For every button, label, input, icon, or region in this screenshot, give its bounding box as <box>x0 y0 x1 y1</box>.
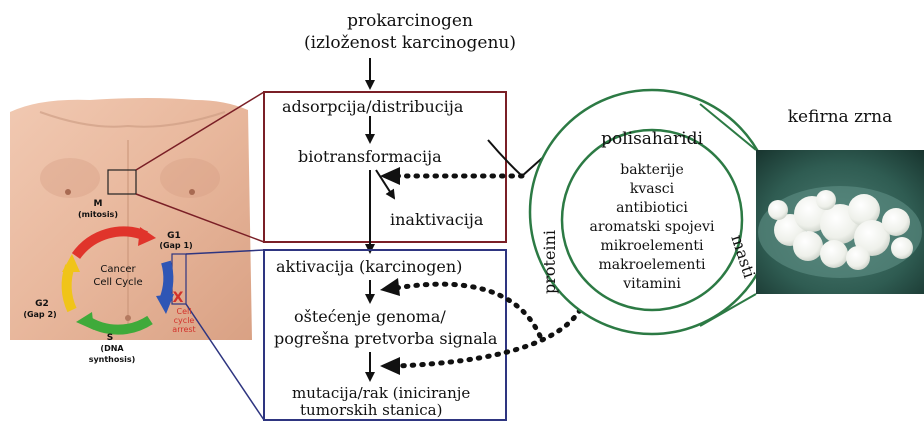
prokarcinogen-label: prokarcinogen <box>347 11 473 31</box>
metabolism-box <box>263 91 507 243</box>
polisaharidi-label: polisaharidi <box>601 129 703 149</box>
kefir-grains-label: kefirna zrna <box>788 107 892 127</box>
m-phase-label: M <box>94 199 103 209</box>
cycle-center-line2: Cell Cycle <box>93 277 142 288</box>
cycle-g1-arc <box>159 260 174 302</box>
adsorpcija-label: adsorpcija/distribucija <box>282 97 464 116</box>
m-phase-sub: (mitosis) <box>78 210 118 219</box>
kefir-composition-circle: polisaharidi proteini masti bakterije kv… <box>528 88 776 336</box>
biotransformacija-label: biotransformacija <box>298 147 442 166</box>
s-phase-sub2: synthosis) <box>89 355 136 364</box>
g1-phase-label: G1 <box>167 231 181 241</box>
item-antibiotici: antibiotici <box>616 200 688 216</box>
s-phase-label: S <box>107 333 113 343</box>
exposure-label: (izloženost karcinogenu) <box>304 33 516 53</box>
cell-cycle-diagram: Cancer Cell Cycle M (mitosis) G1 (Gap 1)… <box>23 199 195 364</box>
item-makroelementi: makroelementi <box>599 257 706 273</box>
g2-phase-label: G2 <box>35 299 49 309</box>
mutacija-line2: tumorskih stanica) <box>300 401 442 419</box>
ostecenje-line2: pogrešna pretvorba signala <box>274 329 498 348</box>
zoom-lines <box>135 91 265 421</box>
kefir-grains-image <box>756 150 924 294</box>
upper-bracket-line <box>487 139 523 177</box>
item-vitamini: vitamini <box>622 276 681 292</box>
item-kvasci: kvasci <box>630 181 675 197</box>
item-bakterije: bakterije <box>620 162 684 178</box>
s-phase-sub1: (DNA <box>100 344 124 353</box>
g2-phase-sub: (Gap 2) <box>23 310 56 319</box>
cycle-g2-arc <box>61 264 77 313</box>
inner-circle <box>560 128 744 312</box>
ostecenje-line1: oštećenje genoma/ <box>294 307 446 326</box>
item-mikroelementi: mikroelementi <box>600 238 704 254</box>
cycle-center-line1: Cancer <box>100 264 136 275</box>
proteini-label: proteini <box>540 230 559 294</box>
inaktivacija-label: inaktivacija <box>390 210 484 229</box>
damage-box <box>263 249 507 421</box>
arrest-x-mark: X <box>173 290 184 306</box>
cycle-m-arc <box>71 226 148 260</box>
arrest-label-line3: arrest <box>172 325 195 334</box>
arrest-label-line2: cycle <box>174 316 195 325</box>
arrest-label-line1: Cell <box>177 307 192 316</box>
mutacija-line1: mutacija/rak (iniciranje <box>292 384 470 402</box>
item-aromatski-spojevi: aromatski spojevi <box>590 219 715 235</box>
g1-phase-sub: (Gap 1) <box>159 241 192 250</box>
kefir-connector-lines <box>699 103 757 327</box>
aktivacija-label: aktivacija (karcinogen) <box>276 257 462 276</box>
dotted-inhibition-arrows <box>380 139 583 375</box>
arrow-to-inaktivacija <box>375 169 396 200</box>
organ-marker-box <box>107 169 137 195</box>
